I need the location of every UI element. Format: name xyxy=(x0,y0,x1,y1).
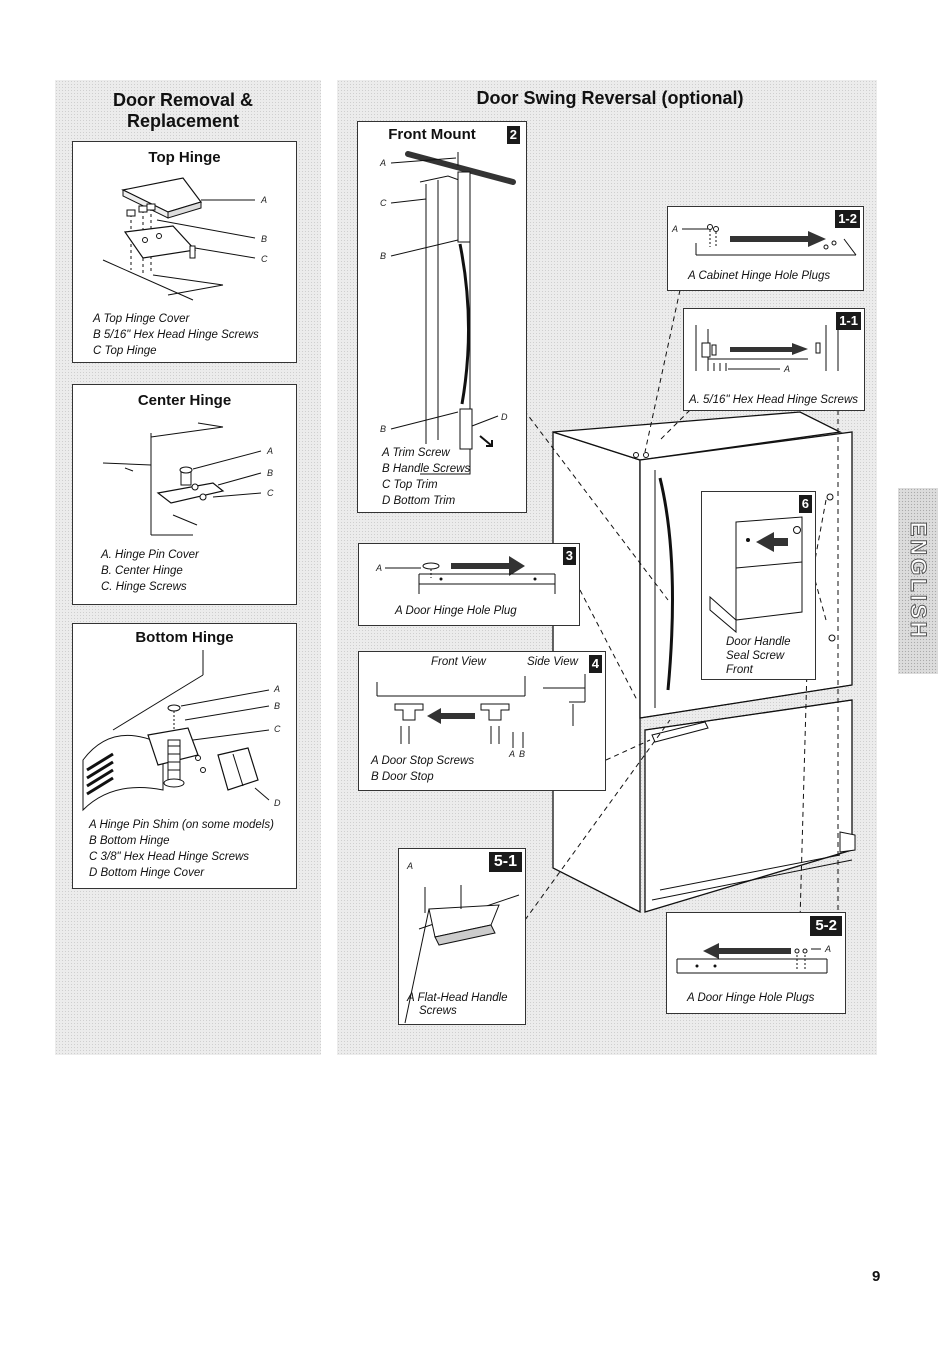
center-hinge-callout-a: A xyxy=(266,446,273,456)
step-1-1-badge: 1-1 xyxy=(836,312,861,330)
step-3-caption: A Door Hinge Hole Plug xyxy=(395,605,517,617)
step-1-1-box: 1-1 A A. 5/16" Hex Head Hinge Screws xyxy=(683,308,865,411)
center-hinge-illustration: A B C xyxy=(102,422,274,536)
step-1-2-caption: A Cabinet Hinge Hole Plugs xyxy=(688,270,831,282)
step-1-2-callout-a: A xyxy=(671,224,678,234)
top-hinge-callout-b: B xyxy=(261,234,267,244)
front-mount-legend: A Trim Screw B Handle Screws C Top Trim … xyxy=(382,447,471,507)
bottom-hinge-illustration: A B C D xyxy=(82,650,281,812)
step-3-box: 3 A A Door Hinge Hole Plug xyxy=(358,543,580,626)
top-hinge-title: Top Hinge xyxy=(148,149,221,166)
step-4-side-view-label: Side View xyxy=(527,656,578,668)
top-hinge-callout-c: C xyxy=(261,254,268,264)
step-5-2-badge: 5-2 xyxy=(810,916,842,936)
step-4-front-view-label: Front View xyxy=(431,656,486,668)
step-1-2-box: 1-2 A A Cabinet Hinge Hole Plugs xyxy=(667,206,864,291)
step-5-1-box: 5-1 A A Flat-Head Handle Screws xyxy=(398,848,526,1025)
door-removal-title: Door Removal & Replacement xyxy=(112,90,254,131)
bottom-hinge-callout-c: C xyxy=(274,724,281,734)
front-mount-illustration: A C B B D xyxy=(379,151,516,475)
language-side-tab: ENGLISH xyxy=(898,488,938,674)
step-6-badge: 6 xyxy=(798,495,812,513)
center-hinge-callout-c: C xyxy=(267,488,274,498)
front-mount-title: Front Mount xyxy=(388,126,476,143)
door-swing-reversal-title: Door Swing Reversal (optional) xyxy=(476,88,744,108)
step-3-badge: 3 xyxy=(562,547,576,565)
step-1-1-caption: A. 5/16" Hex Head Hinge Screws xyxy=(689,394,858,406)
step-5-2-illustration: A xyxy=(676,943,831,974)
step-6-box: 6 Door Handle Seal Screw Front xyxy=(701,491,816,680)
language-side-tab-label: ENGLISH xyxy=(906,521,932,641)
front-mount-callout-b2: B xyxy=(380,424,386,434)
front-mount-badge: 2 xyxy=(506,126,520,144)
step-3-illustration: A xyxy=(375,556,556,594)
page-number: 9 xyxy=(872,1268,881,1285)
front-mount-callout-a: A xyxy=(379,158,386,168)
top-hinge-box: Top Hinge A B C A Top Hinge Cover B 5/16… xyxy=(72,141,297,363)
step-4-callout-b: B xyxy=(519,749,525,759)
front-mount-callout-d: D xyxy=(501,412,508,422)
step-5-1-callout-a: A xyxy=(406,861,413,871)
top-hinge-legend: A Top Hinge Cover B 5/16" Hex Head Hinge… xyxy=(93,313,259,357)
step-4-legend: A Door Stop Screws B Door Stop xyxy=(371,755,475,783)
bottom-hinge-legend: A Hinge Pin Shim (on some models) B Bott… xyxy=(89,819,274,879)
step-1-2-badge: 1-2 xyxy=(835,210,860,228)
front-mount-callout-b: B xyxy=(380,251,386,261)
center-hinge-legend: A. Hinge Pin Cover B. Center Hinge C. Hi… xyxy=(101,549,199,593)
step-1-1-callout-a: A xyxy=(783,364,790,374)
step-5-2-callout-a: A xyxy=(824,944,831,954)
center-hinge-callout-b: B xyxy=(267,468,273,478)
step-3-callout-a: A xyxy=(375,563,382,573)
top-hinge-illustration: A B C xyxy=(102,177,268,301)
front-mount-callout-c: C xyxy=(380,198,387,208)
step-1-1-illustration: A xyxy=(695,325,839,374)
bottom-hinge-callout-a: A xyxy=(273,684,280,694)
bottom-hinge-title: Bottom Hinge xyxy=(135,629,234,646)
center-hinge-title: Center Hinge xyxy=(137,392,232,409)
bottom-hinge-callout-b: B xyxy=(274,701,280,711)
step-4-illustration: A B xyxy=(376,674,586,759)
step-5-1-badge: 5-1 xyxy=(488,852,522,872)
step-5-1-caption: A Flat-Head Handle Screws xyxy=(407,992,508,1017)
step-5-1-illustration: A xyxy=(404,861,520,1024)
front-mount-box: Front Mount 2 A C B B D A Trim Screw B H… xyxy=(357,121,527,513)
step-6-illustration xyxy=(709,516,803,634)
bottom-hinge-box: Bottom Hinge A B C D A Hinge Pin Shim (o… xyxy=(72,623,297,889)
step-5-2-caption: A Door Hinge Hole Plugs xyxy=(687,992,815,1004)
bottom-hinge-callout-d: D xyxy=(274,798,281,808)
top-hinge-callout-a: A xyxy=(260,195,267,205)
step-1-2-illustration: A xyxy=(671,224,857,256)
step-5-2-box: 5-2 A A Door Hinge Hole Plugs xyxy=(666,912,846,1014)
step-4-badge: 4 xyxy=(588,655,602,673)
center-hinge-box: Center Hinge A B C A. Hinge Pin Cover B.… xyxy=(72,384,297,605)
step-6-caption: Door Handle Seal Screw Front xyxy=(726,636,791,676)
step-4-callout-a: A xyxy=(508,749,515,759)
step-4-box: Front View Side View 4 A B A Door Stop S… xyxy=(358,651,606,791)
